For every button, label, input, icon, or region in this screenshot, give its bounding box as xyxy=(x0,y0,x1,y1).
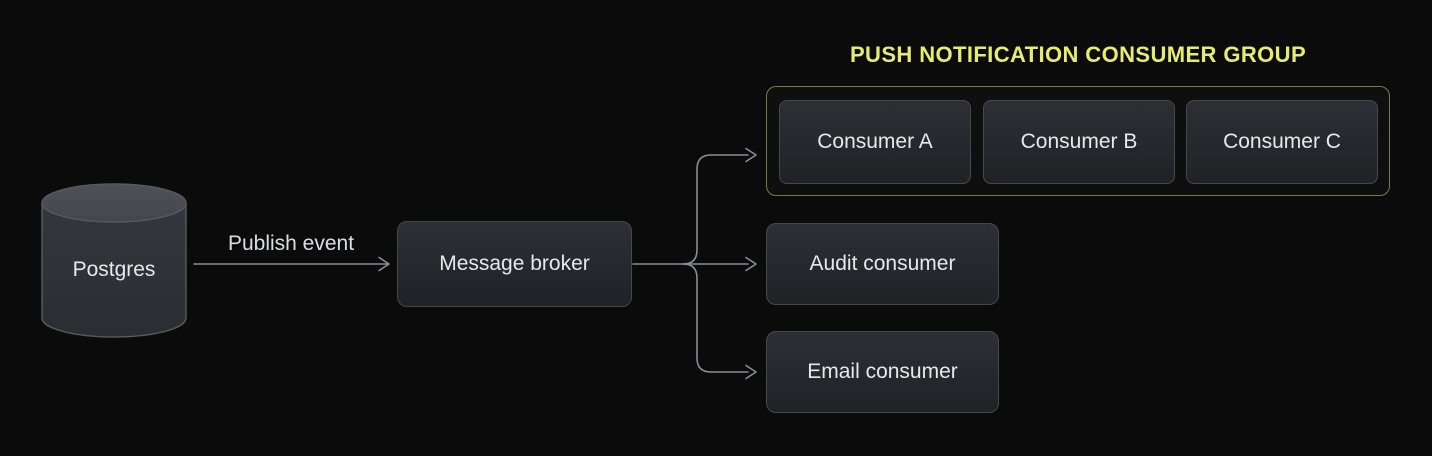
audit-consumer-node: Audit consumer xyxy=(766,223,999,305)
consumer-a-label: Consumer A xyxy=(817,130,933,153)
push-notification-consumer-group xyxy=(766,86,1390,196)
publish-event-arrow xyxy=(193,256,390,272)
consumer-c-label: Consumer C xyxy=(1223,130,1341,153)
email-consumer-node: Email consumer xyxy=(766,331,999,413)
email-consumer-label: Email consumer xyxy=(807,360,958,383)
message-broker-node: Message broker xyxy=(397,221,632,307)
consumer-b-label: Consumer B xyxy=(1020,130,1138,153)
audit-consumer-label: Audit consumer xyxy=(809,252,956,275)
broker-fanout-connector xyxy=(632,147,757,380)
arrow-to-push-group xyxy=(682,147,757,265)
push-group-title: PUSH NOTIFICATION CONSUMER GROUP xyxy=(849,42,1307,67)
consumer-a-node: Consumer A xyxy=(779,100,971,184)
postgres-node-label: Postgres xyxy=(72,258,156,281)
publish-event-label: Publish event xyxy=(227,232,355,255)
arrow-to-audit-consumer xyxy=(682,256,757,272)
consumer-c-node: Consumer C xyxy=(1186,100,1378,184)
database-cylinder-icon xyxy=(41,183,187,338)
arrow-to-email-consumer xyxy=(682,263,757,380)
message-broker-label: Message broker xyxy=(439,252,590,275)
consumer-b-node: Consumer B xyxy=(983,100,1175,184)
